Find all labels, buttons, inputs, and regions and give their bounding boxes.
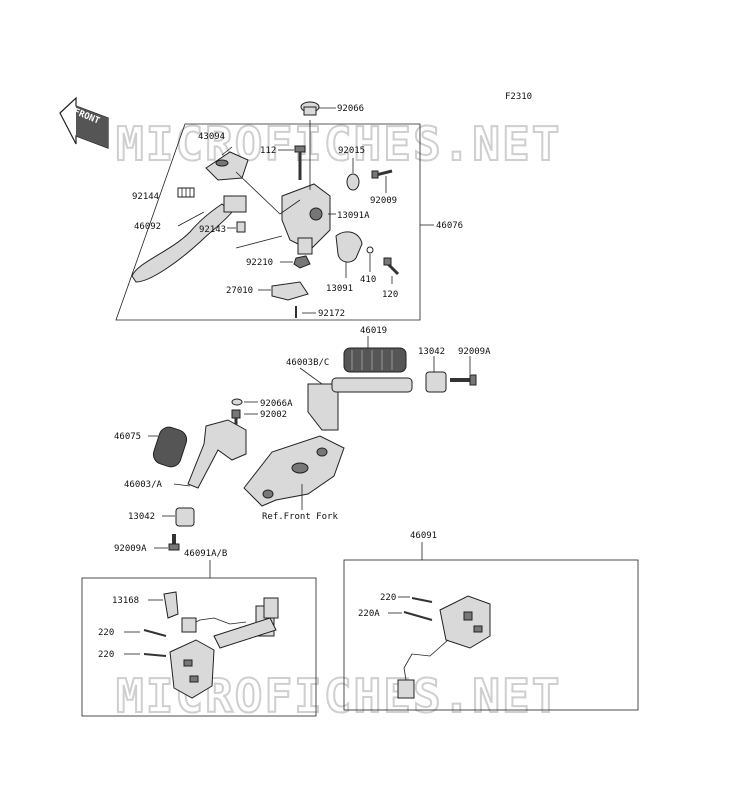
label-92066A: 92066A <box>260 399 293 409</box>
switch-harness-left <box>181 597 279 649</box>
diaphragm-92015 <box>346 158 360 191</box>
label-46003BC: 46003B/C <box>286 358 329 368</box>
handlebar-46003A <box>173 419 247 489</box>
label-13042-bottom: 13042 <box>128 512 155 522</box>
washer-410 <box>366 246 374 272</box>
weight-13042-top <box>425 356 447 393</box>
switch-housing-46091 <box>397 595 491 699</box>
weight-13042-bottom <box>162 507 195 527</box>
cap-92066A <box>231 398 258 406</box>
master-cylinder-body <box>235 120 336 255</box>
clip-13168 <box>148 591 179 619</box>
label-13042-top: 13042 <box>418 347 445 357</box>
grip-46075 <box>148 426 188 468</box>
screw-220-lower <box>124 653 167 657</box>
switch-housing-46091AB <box>169 639 215 699</box>
upper-triple-clamp <box>243 435 345 510</box>
label-92210: 92210 <box>246 258 273 268</box>
label-92015: 92015 <box>338 146 365 156</box>
spring-92144 <box>177 187 195 198</box>
cap-92066 <box>300 101 336 116</box>
label-92144: 92144 <box>132 192 159 202</box>
ref-front-fork: Ref.Front Fork <box>262 512 338 522</box>
switch-box-right <box>343 559 639 711</box>
bolt-92009A-bottom <box>154 534 180 551</box>
screw-92172 <box>295 306 316 318</box>
lever-assembly-box <box>115 123 421 321</box>
screw-220-upper <box>124 629 167 637</box>
switch-27010 <box>258 281 309 301</box>
watermark-top: MICROFICHES.NET <box>116 117 561 171</box>
nut-92210 <box>280 255 311 269</box>
label-120: 120 <box>382 290 398 300</box>
label-220-right: 220 <box>380 593 396 603</box>
label-27010: 27010 <box>226 286 253 296</box>
label-13168: 13168 <box>112 596 139 606</box>
label-13091A: 13091A <box>337 211 370 221</box>
label-220-lower: 220 <box>98 650 114 660</box>
label-410: 410 <box>360 275 376 285</box>
label-220A: 220A <box>358 609 380 619</box>
label-112: 112 <box>260 146 276 156</box>
handlebar-46003BC <box>299 367 413 431</box>
label-43094: 43094 <box>198 132 225 142</box>
label-220-upper: 220 <box>98 628 114 638</box>
screw-92009 <box>371 169 393 193</box>
label-46092: 46092 <box>134 222 161 232</box>
grip-46019 <box>343 336 407 373</box>
label-92009: 92009 <box>370 196 397 206</box>
label-46076: 46076 <box>436 221 463 231</box>
front-arrow-icon: FRONT <box>59 96 109 149</box>
screw-220-right <box>398 596 433 603</box>
label-46091: 46091 <box>410 531 437 541</box>
label-92009A-top: 92009A <box>458 347 491 357</box>
bolt-120 <box>383 257 400 284</box>
label-46075: 46075 <box>114 432 141 442</box>
clamp-13091 <box>335 231 363 278</box>
label-92172: 92172 <box>318 309 345 319</box>
bolt-112 <box>278 145 306 180</box>
label-92066: 92066 <box>337 104 364 114</box>
figure-code: F2310 <box>505 92 532 102</box>
label-92002: 92002 <box>260 410 287 420</box>
screw-220A <box>388 611 433 621</box>
label-92143: 92143 <box>199 225 226 235</box>
switch-box-left <box>81 577 317 717</box>
label-46003A: 46003/A <box>124 480 163 490</box>
pin-92143 <box>227 221 246 233</box>
label-13091: 13091 <box>326 284 353 294</box>
label-46091AB: 46091A/B <box>184 549 227 559</box>
brake-lever-46092 <box>131 195 247 283</box>
label-46019: 46019 <box>360 326 387 336</box>
bolt-92009A-top <box>450 356 477 386</box>
label-92009A-bottom: 92009A <box>114 544 147 554</box>
